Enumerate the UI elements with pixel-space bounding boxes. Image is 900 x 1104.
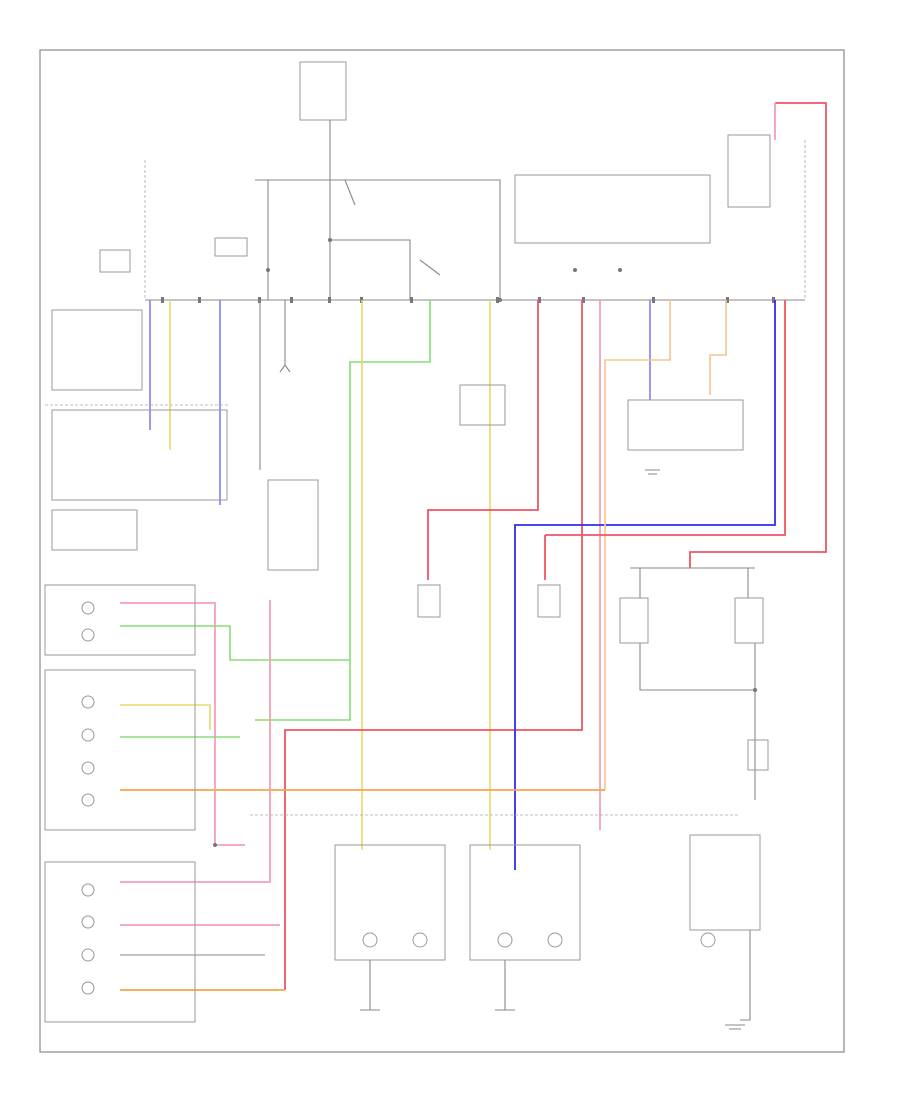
left-rear-combination-lamp [44,669,196,831]
wire-green-left-a [120,625,350,661]
left-front-bulb-b [412,932,428,948]
wire-red-lamp-a [427,300,539,580]
right-front-bulb-a [497,932,513,948]
license-lamp-module [689,834,761,931]
turn-signal-connector [267,479,319,571]
license-ground [740,930,751,1021]
turn-hazard-switch-box [514,174,711,244]
wire-red-rear [284,300,583,990]
wire-pink-left-b [120,600,271,883]
stop-lamp-connector [747,739,769,771]
right-front-turn-lamp [537,584,561,618]
wire-green-main [255,300,431,721]
front-ground-wires [369,960,506,1010]
clutch-switch-box [99,249,131,273]
stop-switch-return [639,643,756,691]
top-feed-wire [255,179,501,300]
high-mount-stop-lamp [44,584,196,656]
right-stop-lamp-switch [734,597,764,644]
right-front-bulb-b [547,932,563,948]
right-headlamp-assembly [469,844,581,961]
stop-switch-feed [630,567,755,598]
brake-switch-box [51,509,138,551]
clutch-pedal-switch [51,309,143,391]
right-rear-combination-lamp [44,861,196,1023]
side-marker-module [627,399,744,451]
wire-pink-left-a [120,602,245,846]
hazard-relay [459,384,506,426]
junction-nodes [213,238,757,847]
left-front-bulb-a [362,932,378,948]
wire-light-orange [604,300,671,790]
wire-light-orange-b [709,300,727,395]
wire-red-stop-lamp-feed [689,102,827,568]
left-headlamp-assembly [334,844,446,961]
left-bulbs [81,601,95,995]
turn-signal-module [51,409,228,501]
wire-yellow-left-a [120,704,211,730]
brake-fuse-box [727,134,771,208]
switch-contact-b [419,259,441,276]
switch-contact [344,179,356,206]
license-bulb [700,932,716,948]
ground-symbols [279,364,745,1030]
top-fuse-box [299,61,347,121]
switch-wire-a [330,239,411,300]
left-front-turn-lamp [417,584,441,618]
left-stop-lamp-switch [619,597,649,644]
wire-blue-right-turn [514,300,776,870]
flasher-relay-box [214,237,248,257]
diagram-border [39,49,845,1053]
wire-red-right-lamp [545,300,786,536]
